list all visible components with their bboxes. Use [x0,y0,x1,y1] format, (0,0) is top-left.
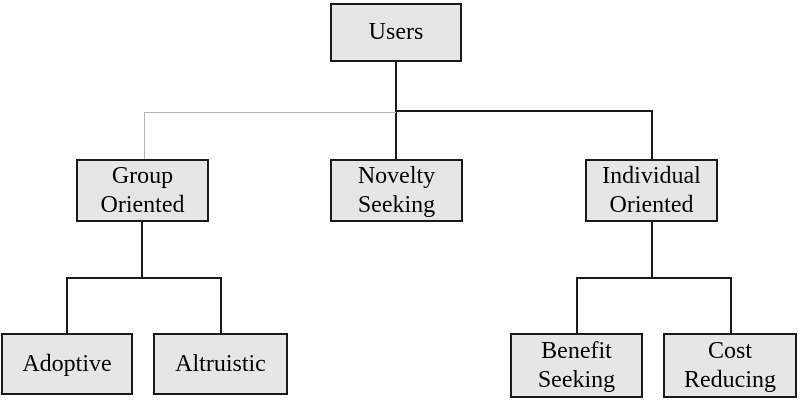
edge-light-drop-to-group [144,112,145,160]
node-adoptive: Adoptive [1,333,133,395]
node-individual-oriented-label: Individual Oriented [602,162,701,218]
node-users-label: Users [368,19,424,46]
node-users: Users [330,3,462,62]
edge-drop-to-adoptive [66,277,68,334]
edge-drop-to-individual [651,110,653,160]
edge-light-horizontal-to-group [144,112,396,113]
node-novelty-seeking: Novelty Seeking [330,159,463,222]
node-individual-oriented: Individual Oriented [585,159,718,222]
node-benefit-seeking-label: Benefit Seeking [537,337,616,393]
node-adoptive-label: Adoptive [22,350,112,377]
node-altruistic-label: Altruistic [175,350,266,377]
node-cost-reducing: Cost Reducing [663,333,797,398]
edge-drop-to-cost [730,277,732,334]
edge-group-children-horizontal [66,277,222,279]
edge-drop-to-benefit [576,277,578,334]
edge-individual-children-horizontal [576,277,732,279]
node-altruistic: Altruistic [153,333,288,395]
edge-top-horizontal [395,110,653,112]
node-group-oriented: Group Oriented [76,159,209,222]
edge-individual-stem [651,222,653,278]
edge-drop-to-altruistic [220,277,222,334]
node-cost-reducing-label: Cost Reducing [684,337,776,393]
node-group-oriented-label: Group Oriented [100,162,185,218]
edge-group-stem [141,222,143,278]
node-benefit-seeking: Benefit Seeking [510,333,643,398]
node-novelty-seeking-label: Novelty Seeking [357,162,436,218]
